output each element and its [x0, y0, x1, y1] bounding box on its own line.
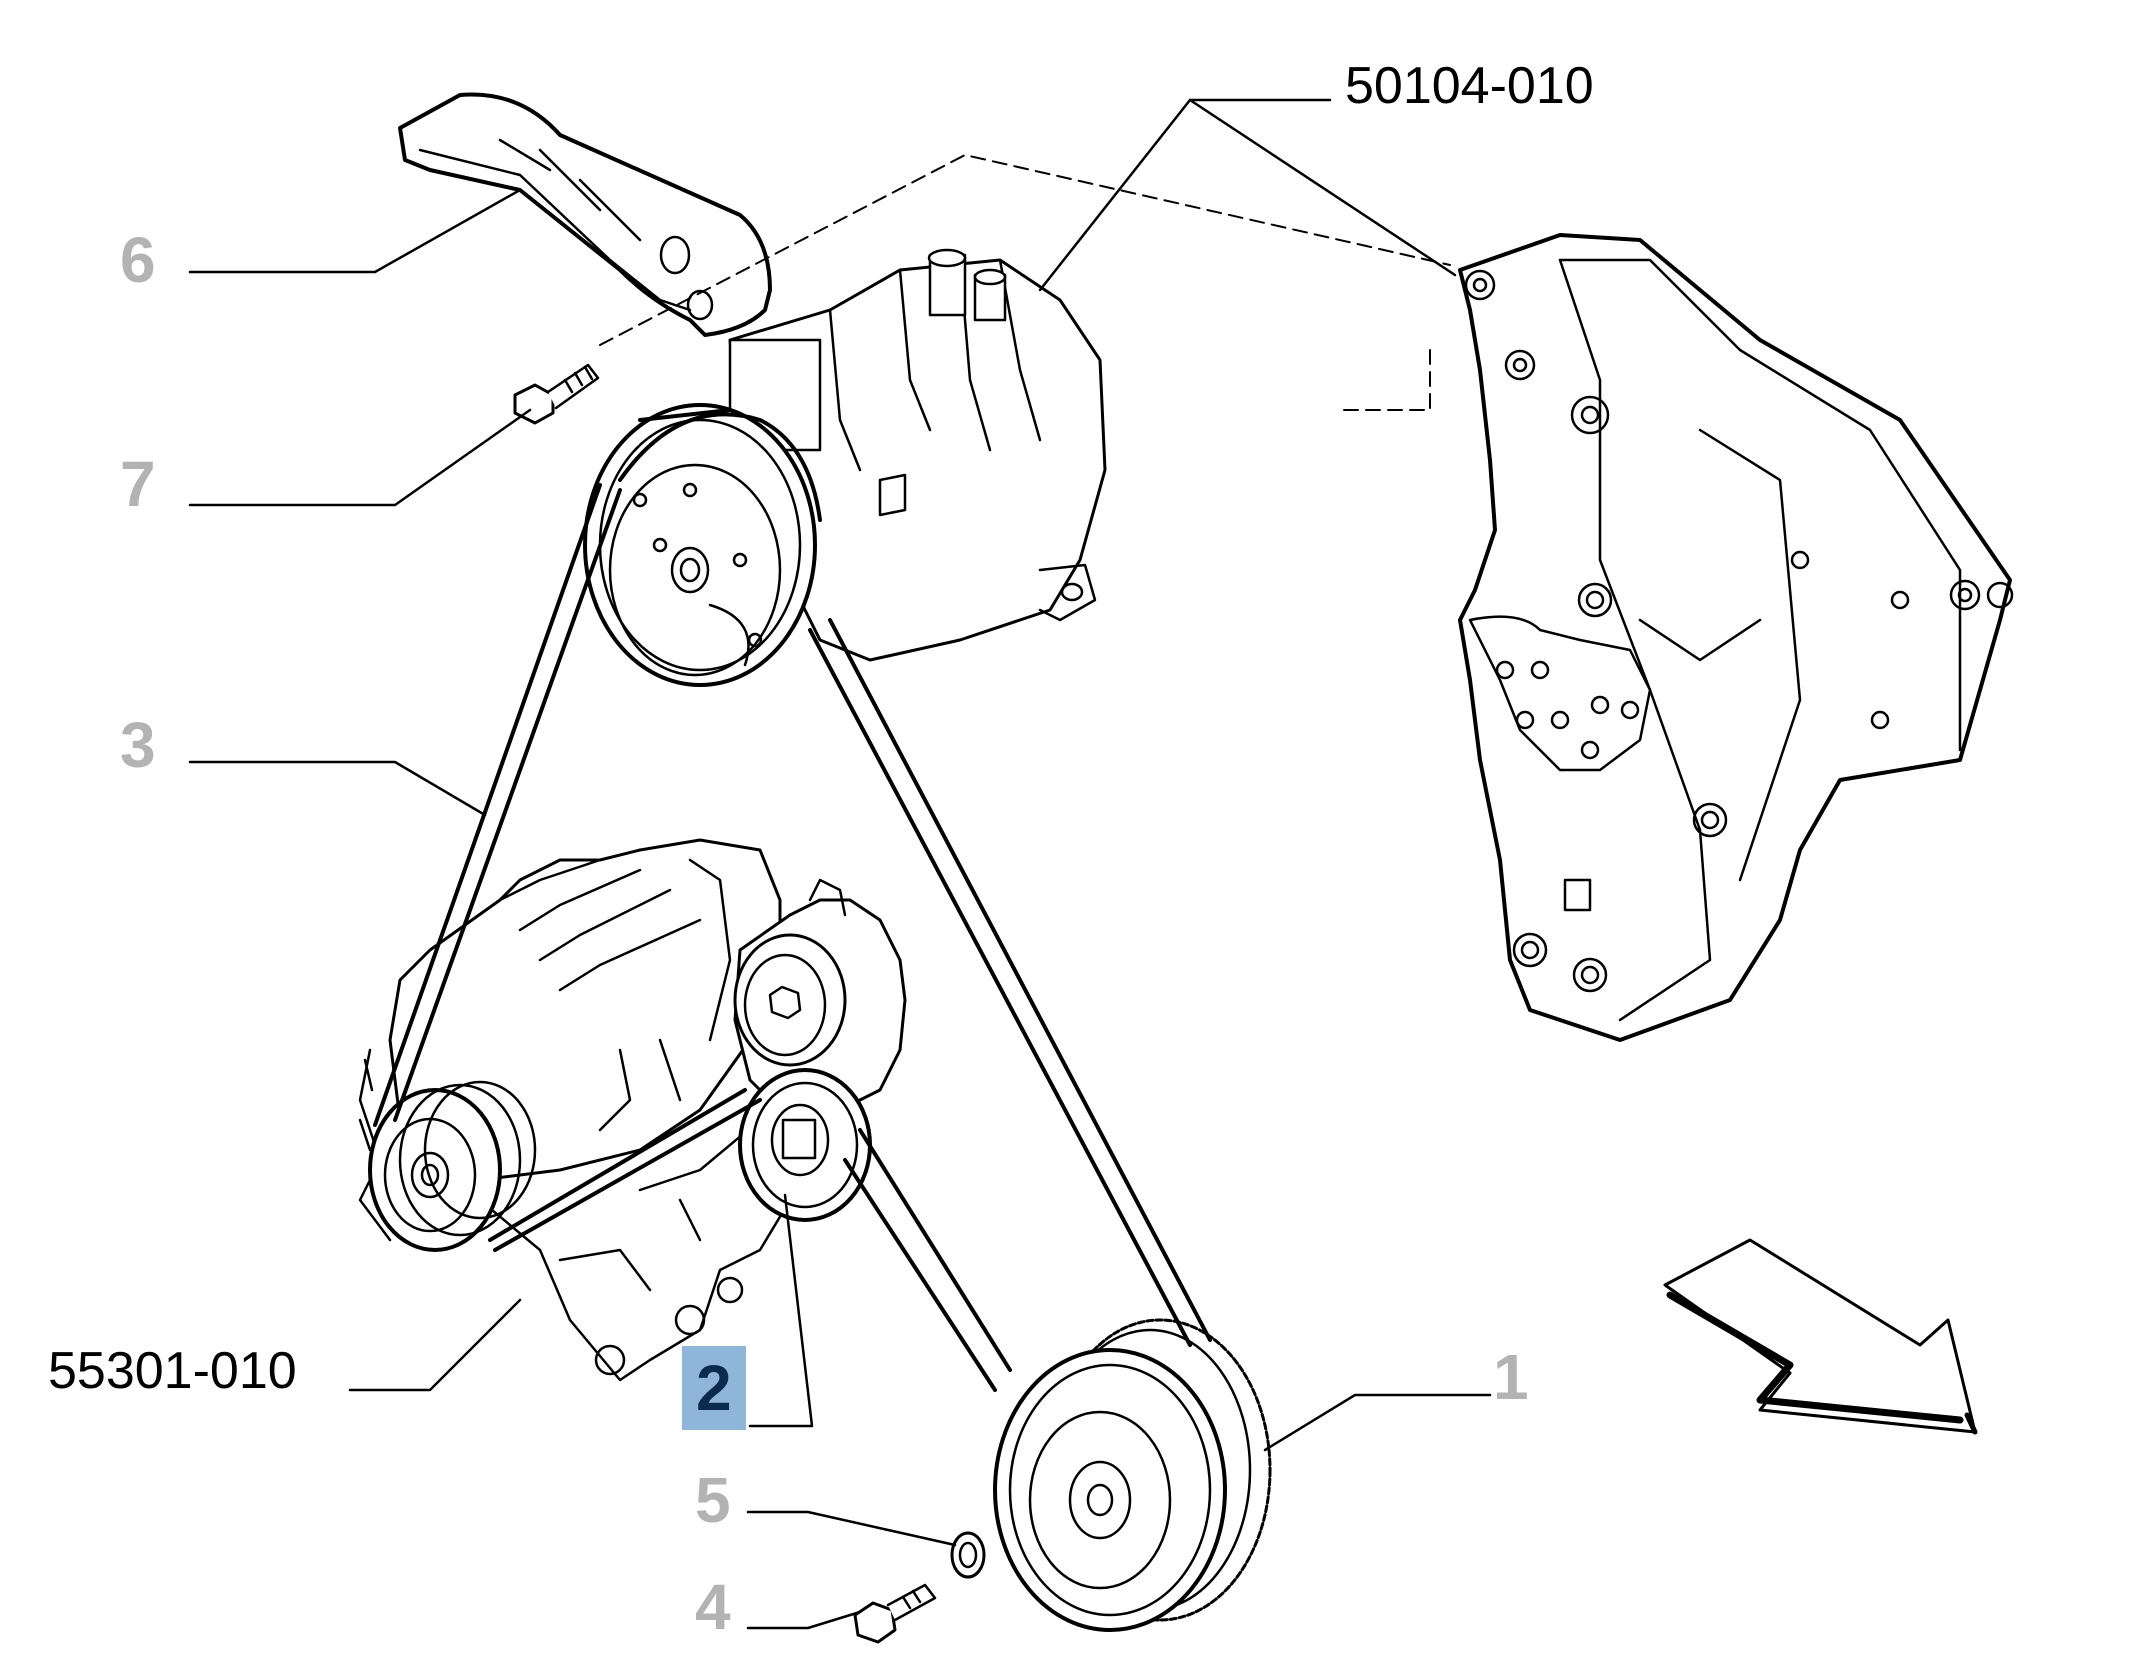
callout-7[interactable]: 7	[120, 448, 156, 520]
callout-2-selected[interactable]: 2	[682, 1346, 746, 1430]
leader-lines	[188, 98, 1492, 1630]
idler-pulley-part-2[interactable]	[738, 1068, 872, 1222]
belt-tensioner[interactable]	[733, 878, 907, 1112]
washer-part-5[interactable]	[950, 1531, 986, 1579]
drive-belt-part-3[interactable]	[373, 408, 1212, 1392]
compressor-pulley[interactable]	[583, 403, 817, 687]
engine-mount-bracket[interactable]	[1458, 233, 2014, 1042]
callout-4[interactable]: 4	[695, 1571, 731, 1643]
crankshaft-pulley-part-1[interactable]	[993, 1318, 1272, 1632]
mounting-dashed-line	[599, 154, 1451, 411]
callout-3[interactable]: 3	[120, 709, 156, 781]
callout-5[interactable]: 5	[695, 1464, 731, 1536]
bracket-arm-part-6[interactable]	[398, 92, 772, 337]
direction-arrow-icon	[1663, 1238, 1978, 1435]
callout-6[interactable]: 6	[120, 224, 156, 296]
bolt-part-7[interactable]	[513, 363, 600, 425]
part-number-top[interactable]: 50104-010	[1345, 57, 1594, 115]
bolt-part-4[interactable]	[853, 1583, 937, 1644]
alternator-pulley[interactable]	[368, 1080, 537, 1252]
callout-1[interactable]: 1	[1493, 1341, 1529, 1413]
ac-compressor[interactable]	[728, 248, 1107, 662]
part-number-left[interactable]: 55301-010	[48, 1342, 297, 1400]
